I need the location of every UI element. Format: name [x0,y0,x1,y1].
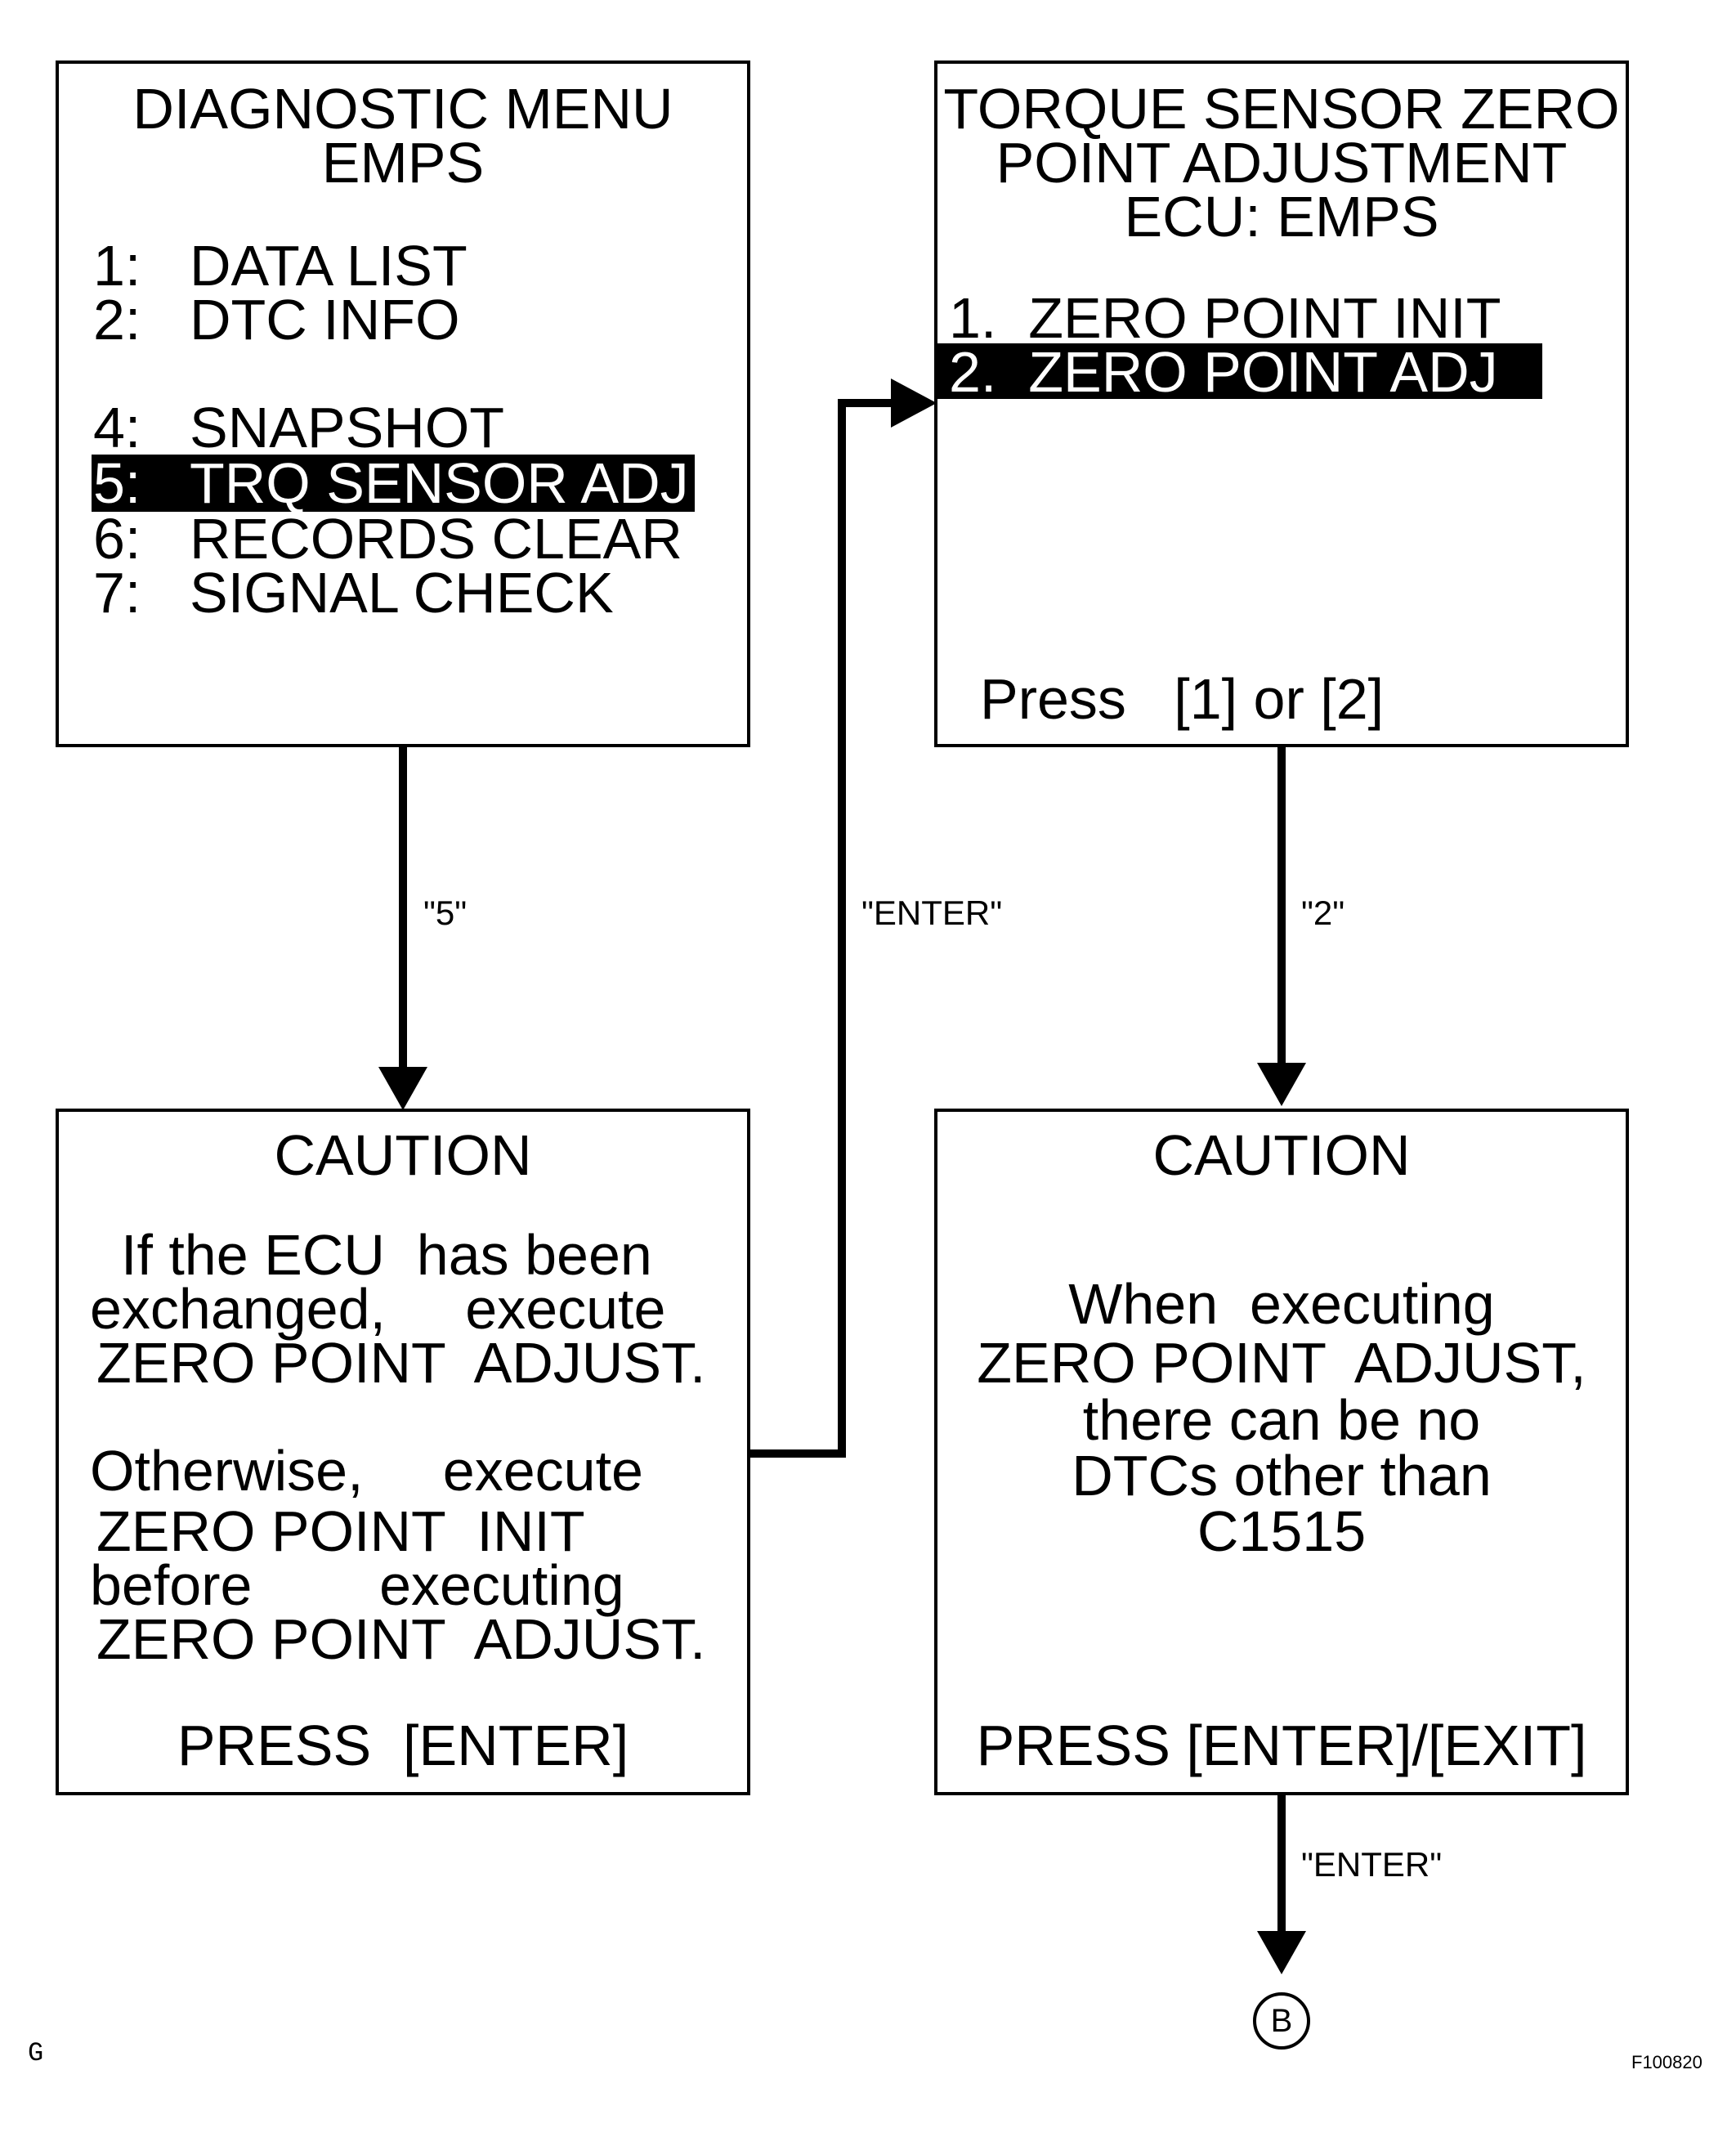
arrowhead-down-left [378,1067,427,1110]
caution-right-text: DTCs other than [1072,1444,1492,1508]
menu-item-selected-highlight[interactable] [92,455,695,512]
caution-right-text: ZERO POINT ADJUST, [977,1331,1586,1395]
caution-left-text: exchanged, execute [90,1277,666,1341]
menu-item-number: 1: [93,234,141,298]
diagnostic-menu-title-line1: DIAGNOSTIC MENU [132,77,673,141]
arrowhead-right-top [891,379,937,428]
menu-item-data-list[interactable]: DATA LIST [190,234,468,298]
caution-left-text: ZERO POINT ADJUST. [96,1331,706,1395]
diagnostic-menu-panel: DIAGNOSTIC MENU EMPS 1: DATA LIST 2: DTC… [56,60,750,747]
caution-right-text: C1515 [1197,1499,1367,1563]
caution-right-panel: CAUTION When executing ZERO POINT ADJUST… [934,1109,1629,1795]
menu-item-trq-sensor-adj[interactable]: TRQ SENSOR ADJ [190,451,689,515]
caution-right-text: there can be no [1082,1388,1481,1452]
torque-adjust-title-line3: ECU: EMPS [1124,185,1439,249]
torque-adjust-title-line1: TORQUE SENSOR ZERO [943,77,1620,141]
menu-item-number: 6: [93,507,141,571]
caution-left-text: Otherwise, execute [90,1439,643,1503]
torque-adjust-panel: TORQUE SENSOR ZERO POINT ADJUSTMENT ECU:… [934,60,1629,747]
menu-item-records-clear[interactable]: RECORDS CLEAR [190,507,682,571]
caution-left-text: before executing [90,1553,624,1617]
option-zero-point-init[interactable]: 1. ZERO POINT INIT [949,286,1501,350]
caution-left-text: ZERO POINT INIT [96,1499,585,1563]
caution-left-title: CAUTION [274,1123,532,1187]
option-zero-point-adj[interactable]: 2. ZERO POINT ADJ [949,340,1498,404]
menu-item-number: 4: [93,396,141,459]
torque-adjust-prompt: Press [1] or [2] [980,667,1385,731]
arrow-label-enter: "ENTER" [1301,1845,1443,1884]
footer-left-mark: G [28,2038,44,2068]
caution-left-prompt: PRESS [ENTER] [177,1714,629,1777]
menu-item-number: 7: [93,561,141,625]
arrow-label-key-5: "5" [423,894,468,932]
menu-item-number: 2: [93,288,141,352]
arrow-caution-to-adjust [750,399,895,1458]
arrowhead-down-bottom [1257,1931,1306,1974]
figure-id: F100820 [1631,2052,1702,2072]
arrowhead-down-right [1257,1063,1306,1106]
diagnostic-menu-title-line2: EMPS [321,131,485,195]
caution-left-text: ZERO POINT ADJUST. [96,1607,706,1671]
callout-label: B [1270,2002,1293,2039]
menu-item-snapshot[interactable]: SNAPSHOT [190,396,505,459]
menu-item-dtc-info[interactable]: DTC INFO [190,288,460,352]
menu-item-signal-check[interactable]: SIGNAL CHECK [190,561,614,625]
caution-left-panel: CAUTION If the ECU has been exchanged, e… [56,1109,750,1795]
torque-adjust-title-line2: POINT ADJUSTMENT [996,131,1568,195]
caution-right-text: When executing [1068,1272,1495,1336]
caution-right-title: CAUTION [1152,1123,1411,1187]
caution-left-text: If the ECU has been [121,1223,652,1287]
connector-callout-b: B [1253,1992,1310,2050]
arrow-label-key-2: "2" [1301,894,1345,932]
caution-right-prompt: PRESS [ENTER]/[EXIT] [976,1714,1587,1777]
option-selected-highlight[interactable] [937,343,1542,399]
menu-item-number: 5: [93,451,141,515]
arrow-label-enter: "ENTER" [861,894,1003,932]
